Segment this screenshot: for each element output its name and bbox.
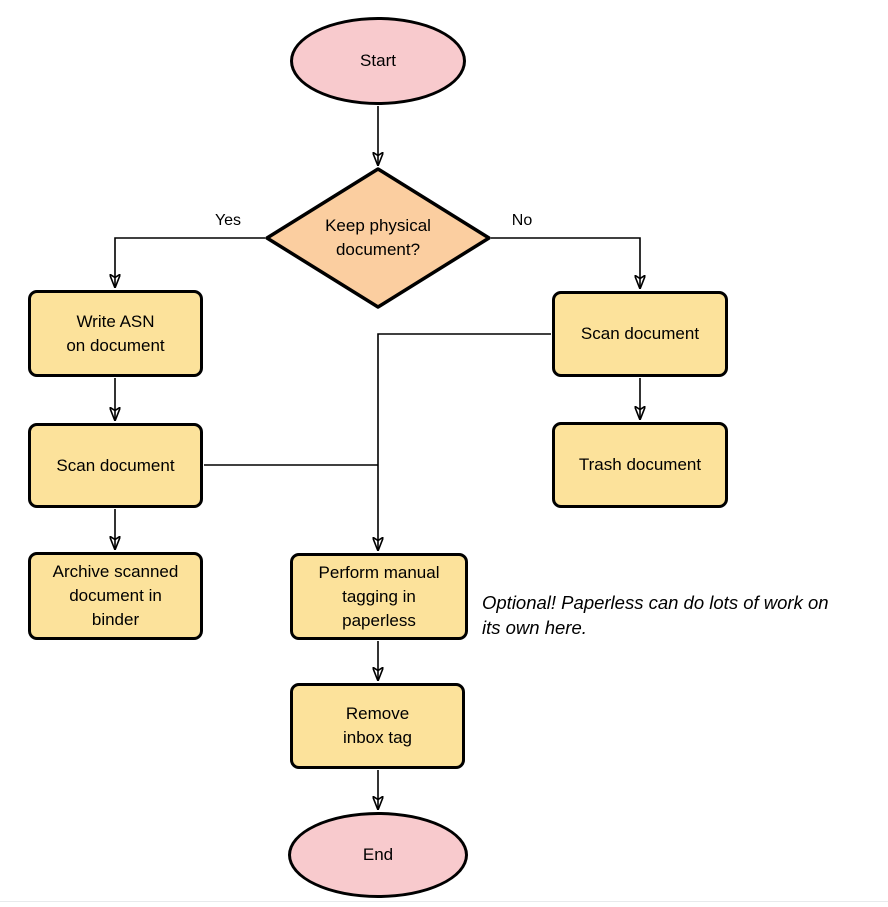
edge-decision-yes-to-write-asn bbox=[115, 237, 265, 287]
bottom-divider bbox=[0, 901, 888, 902]
node-trash-document-label: Trash document bbox=[578, 455, 702, 474]
edge-label-yes: Yes bbox=[214, 212, 242, 229]
node-manual-tagging: Perform manual tagging in paperless bbox=[290, 553, 468, 640]
edge-label-no: No bbox=[511, 212, 533, 229]
node-end-label: End bbox=[362, 845, 394, 864]
node-write-asn-label: Write ASN on document bbox=[66, 311, 165, 355]
node-scan-document-left-label: Scan document bbox=[56, 455, 175, 475]
node-archive-binder: Archive scanned document in binder bbox=[28, 552, 203, 640]
decision-diamond-shape bbox=[265, 167, 491, 309]
node-write-asn: Write ASN on document bbox=[28, 290, 203, 377]
node-scan-document-left: Scan document bbox=[28, 423, 203, 508]
node-remove-inbox-tag-label: Remove inbox tag bbox=[343, 704, 412, 747]
node-archive-binder-label: Archive scanned document in binder bbox=[52, 562, 179, 629]
node-remove-inbox-tag: Remove inbox tag bbox=[290, 683, 465, 769]
node-scan-document-right: Scan document bbox=[552, 291, 728, 377]
edge-scan-right-to-tagging bbox=[378, 333, 551, 550]
edge-decision-no-to-scan-right bbox=[491, 237, 640, 288]
node-decision-label: Keep physical document? bbox=[325, 216, 431, 259]
optional-note: Optional! Paperless can do lots of work … bbox=[482, 592, 829, 638]
node-start-label: Start bbox=[360, 51, 396, 70]
node-scan-document-right-label: Scan document bbox=[580, 324, 700, 343]
node-manual-tagging-label: Perform manual tagging in paperless bbox=[318, 562, 440, 630]
node-start: Start bbox=[290, 17, 466, 105]
node-end: End bbox=[288, 812, 468, 898]
node-trash-document: Trash document bbox=[552, 422, 728, 508]
